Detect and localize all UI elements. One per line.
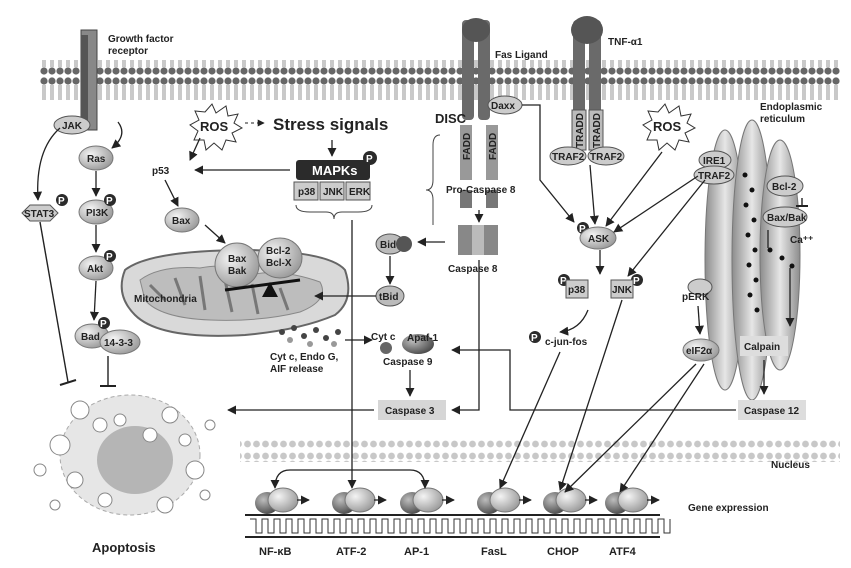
mapk-erk: ERK <box>349 187 371 198</box>
tf-subunit <box>489 487 521 513</box>
cell-membrane <box>40 60 840 100</box>
traf2-label-1: TRAF2 <box>552 152 585 163</box>
ros-label-right: ROS <box>653 119 682 134</box>
fadd-label-1: FADD <box>462 133 473 160</box>
growth-factor-receptor <box>80 29 98 131</box>
cytc-label: Cyt c <box>371 332 396 343</box>
stress-signals-label: Stress signals <box>273 115 388 134</box>
nucleus-label: Nucleus <box>771 460 810 471</box>
gene-label: ATF-2 <box>336 546 366 558</box>
pro-caspase8-label: Pro-Caspase 8 <box>446 185 516 196</box>
caspase8-label: Caspase 8 <box>448 264 498 275</box>
cjun-label: c-jun-fos <box>545 337 588 348</box>
tf-subunit <box>412 487 444 513</box>
svg-text:P: P <box>106 196 113 207</box>
tradd-label-1: TRADD <box>575 113 586 148</box>
bid-label: Bid <box>380 240 396 251</box>
ca-label: Ca⁺⁺ <box>790 235 813 246</box>
tf-subunit <box>617 487 649 513</box>
disc-bracket <box>425 134 441 225</box>
gene-expression-label: Gene expression <box>688 503 769 514</box>
fas-receptor <box>462 18 490 120</box>
svg-text:P: P <box>531 333 538 344</box>
pathway-arrows <box>32 104 808 493</box>
gene-label: FasL <box>481 546 507 558</box>
svg-text:P: P <box>579 224 586 235</box>
bad-label: Bad <box>81 332 100 343</box>
tradd-label-2: TRADD <box>592 113 603 148</box>
gene-label: CHOP <box>547 546 579 558</box>
ask-label: ASK <box>588 234 610 245</box>
ros-label-left: ROS <box>200 119 229 134</box>
ros-burst-left <box>189 103 244 151</box>
fas-ligand-label: Fas Ligand <box>495 50 548 61</box>
svg-text:P: P <box>58 196 65 207</box>
calpain-label: Calpain <box>744 342 780 353</box>
svg-text:P: P <box>560 276 567 287</box>
tf-subunit <box>344 487 376 513</box>
tnf-label: TNF-α1 <box>608 37 643 48</box>
er-baxbak-label: Bax/Bak <box>767 213 807 224</box>
bax-label: Bax <box>172 216 191 227</box>
nuclear-membrane <box>240 440 840 462</box>
jak-label: JAK <box>62 121 83 132</box>
mito-release-label: Cyt c, Endo G,AIF release <box>270 352 339 375</box>
ire1-label: IRE1 <box>703 156 726 167</box>
traf2-label-2: TRAF2 <box>590 152 623 163</box>
perk-label: pERK <box>682 292 710 303</box>
fadd-label-2: FADD <box>488 133 499 160</box>
gene-label: AP-1 <box>404 546 429 558</box>
apoptosis-label: Apoptosis <box>92 540 156 555</box>
gene-label: ATF4 <box>609 546 637 558</box>
daxx-label: Daxx <box>491 101 515 112</box>
akt-label: Akt <box>87 264 104 275</box>
mitochondria-label: Mitochondria <box>134 294 197 305</box>
caspase3-label: Caspase 3 <box>385 406 435 417</box>
tf-subunit <box>267 487 299 513</box>
dna-strand <box>245 514 671 538</box>
apoptotic-cell <box>33 394 216 516</box>
gene-labels: NF-κB ATF-2 AP-1 FasL CHOP ATF4 <box>259 546 637 558</box>
pi3k-label: PI3K <box>86 208 109 219</box>
p53-label: p53 <box>152 166 170 177</box>
tf-subunit <box>555 487 587 513</box>
tbid-label: tBid <box>379 292 398 303</box>
svg-text:P: P <box>106 252 113 263</box>
mapks-phospho: P <box>366 154 373 165</box>
caspase12-label: Caspase 12 <box>744 406 799 417</box>
svg-text:P: P <box>633 276 640 287</box>
ras-label: Ras <box>87 154 106 165</box>
caspase9-label: Caspase 9 <box>383 357 433 368</box>
er-traf2-label: TRAF2 <box>698 171 731 182</box>
mapks-label: MAPKs <box>312 163 358 178</box>
ros-burst-right <box>642 103 697 151</box>
target-p38: p38 <box>568 285 586 296</box>
gene-label: NF-κB <box>259 546 291 558</box>
apaf-label: Apaf-1 <box>407 333 439 344</box>
release-particles <box>279 325 341 347</box>
target-jnk: JNK <box>612 285 633 296</box>
mapk-jnk: JNK <box>323 187 344 198</box>
transcription-factors <box>255 487 660 514</box>
mapk-p38: p38 <box>298 187 316 198</box>
eif2a-label: eIF2α <box>686 346 713 357</box>
er-bcl2-label: Bcl-2 <box>772 182 797 193</box>
disc-label: DISC <box>435 111 467 126</box>
svg-text:P: P <box>100 319 107 330</box>
p1433-label: 14-3-3 <box>104 338 133 349</box>
stat3-label: STAT3 <box>24 209 55 220</box>
tnf-receptor <box>571 16 603 120</box>
